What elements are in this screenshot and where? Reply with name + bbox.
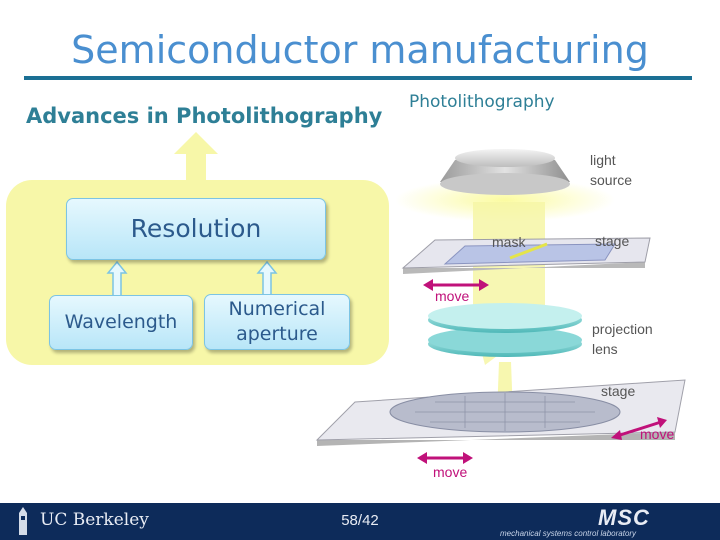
move-label-bottom: move [433,464,467,480]
projection-label-1: projection [592,321,653,337]
projection-lens-icon [428,303,582,357]
wavelength-up-arrow-icon [106,260,128,300]
move-label-right: move [640,426,674,442]
move-label-top: move [435,288,469,304]
advance-up-arrow-icon [174,132,218,182]
projection-label-2: lens [592,341,618,357]
lab-name: mechanical systems control laboratory [500,529,637,538]
light-source-label-1: light [590,152,616,168]
resolution-label: Resolution [130,213,262,243]
stage-bottom-label: stage [601,383,635,399]
wavelength-box: Wavelength [49,295,193,350]
title-divider [24,76,692,80]
slide-footer [0,503,720,540]
aperture-label-line1: Numerical [228,298,326,321]
wavelength-label: Wavelength [64,311,178,334]
wafer-stage [315,379,686,446]
aperture-up-arrow-icon [256,260,278,299]
diagram-caption: Photolithography [409,92,555,112]
slide-title: Semiconductor manufacturing [71,28,649,72]
photolithography-diagram: light source mask stage move projection … [315,149,686,480]
light-source-label-2: source [590,172,632,188]
mask-stage [401,237,651,274]
light-source-icon [440,149,570,195]
campanile-icon [19,507,27,535]
page-number: 58/42 [341,512,379,529]
resolution-box: Resolution [66,198,326,260]
move-diagonal-arrow-icon [611,417,667,440]
mask-label: mask [492,234,526,250]
msc-logo: MSC [598,505,650,530]
slide-subtitle: Advances in Photolithography [26,104,383,128]
move-horizontal-arrow-icon [423,279,489,291]
aperture-label-line2: aperture [236,323,318,345]
move-horizontal-arrow-icon-bottom [417,452,473,464]
institution-name: UC Berkeley [40,510,149,530]
numerical-aperture-box: Numerical aperture [204,294,350,350]
stage-top-label: stage [595,233,629,249]
